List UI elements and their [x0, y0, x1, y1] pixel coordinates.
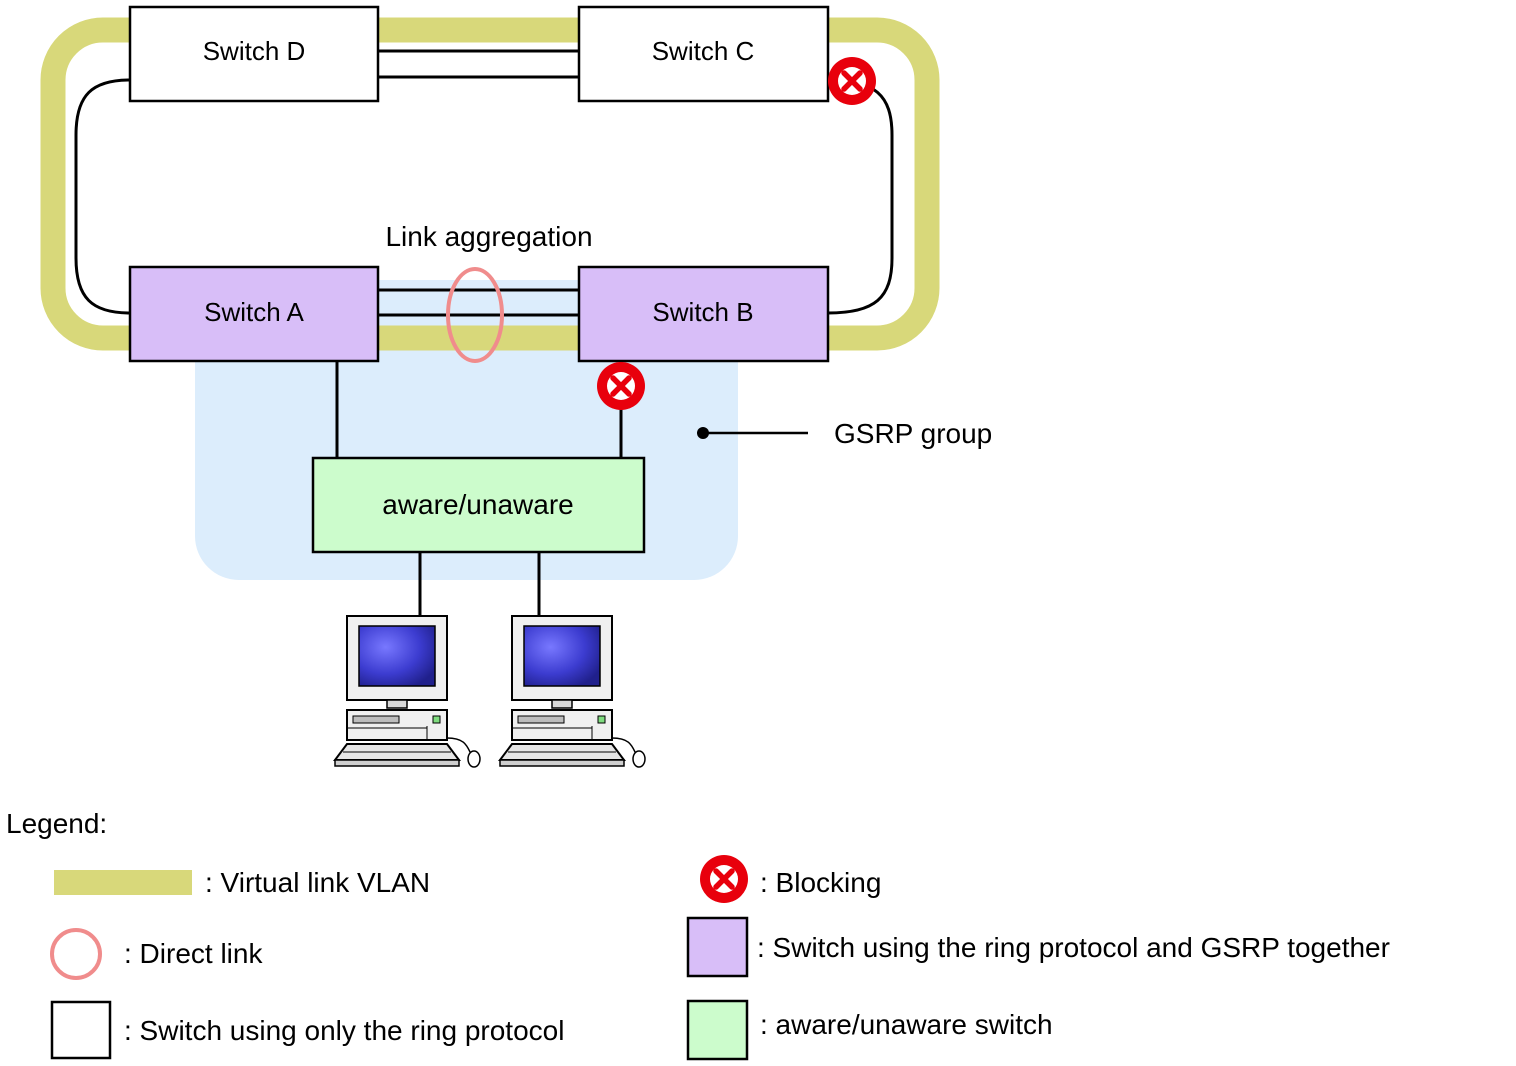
switch-c-box — [577, 5, 830, 103]
legend-ring-gsrp-swatch — [686, 916, 749, 978]
virtual-link-vlan-ring — [40, 17, 940, 351]
direct-link-marker — [446, 267, 504, 363]
legend-vlan-label: : Virtual link VLAN — [205, 867, 430, 898]
legend-direct-link-label: : Direct link — [124, 938, 263, 969]
pc-icon — [334, 615, 481, 768]
switch-a-box — [128, 265, 380, 363]
blocking-icon — [828, 57, 876, 105]
switch-c-label: Switch C — [652, 36, 755, 66]
aware-unaware-switch-box — [311, 456, 646, 554]
ring-cable-left — [74, 78, 131, 315]
legend-ring-only-label: : Switch using only the ring protocol — [124, 1015, 564, 1046]
switch-d-label: Switch D — [203, 36, 306, 66]
legend-ring-gsrp-label: : Switch using the ring protocol and GSR… — [757, 932, 1390, 963]
aware-unaware-switch-label: aware/unaware — [382, 489, 573, 520]
ring-cable-right — [827, 78, 894, 315]
legend-aware-unaware-label: : aware/unaware switch — [760, 1009, 1053, 1040]
legend-blocking-icon — [700, 855, 748, 903]
switch-b-label: Switch B — [652, 297, 753, 327]
legend-direct-link-swatch — [50, 928, 102, 980]
gsrp-group-label: GSRP group — [834, 418, 992, 449]
legend-blocking-label: : Blocking — [760, 867, 881, 898]
legend-vlan-swatch — [54, 870, 192, 895]
legend-aware-unaware-swatch — [686, 999, 749, 1061]
switch-b-box — [577, 265, 830, 363]
blocking-icon — [597, 362, 645, 410]
switch-d-box — [128, 5, 380, 103]
link-aggregation-label: Link aggregation — [385, 221, 592, 252]
pc-icon — [499, 615, 646, 768]
legend-ring-only-swatch — [50, 1000, 112, 1060]
legend-title: Legend: — [6, 808, 107, 839]
switch-a-label: Switch A — [204, 297, 304, 327]
